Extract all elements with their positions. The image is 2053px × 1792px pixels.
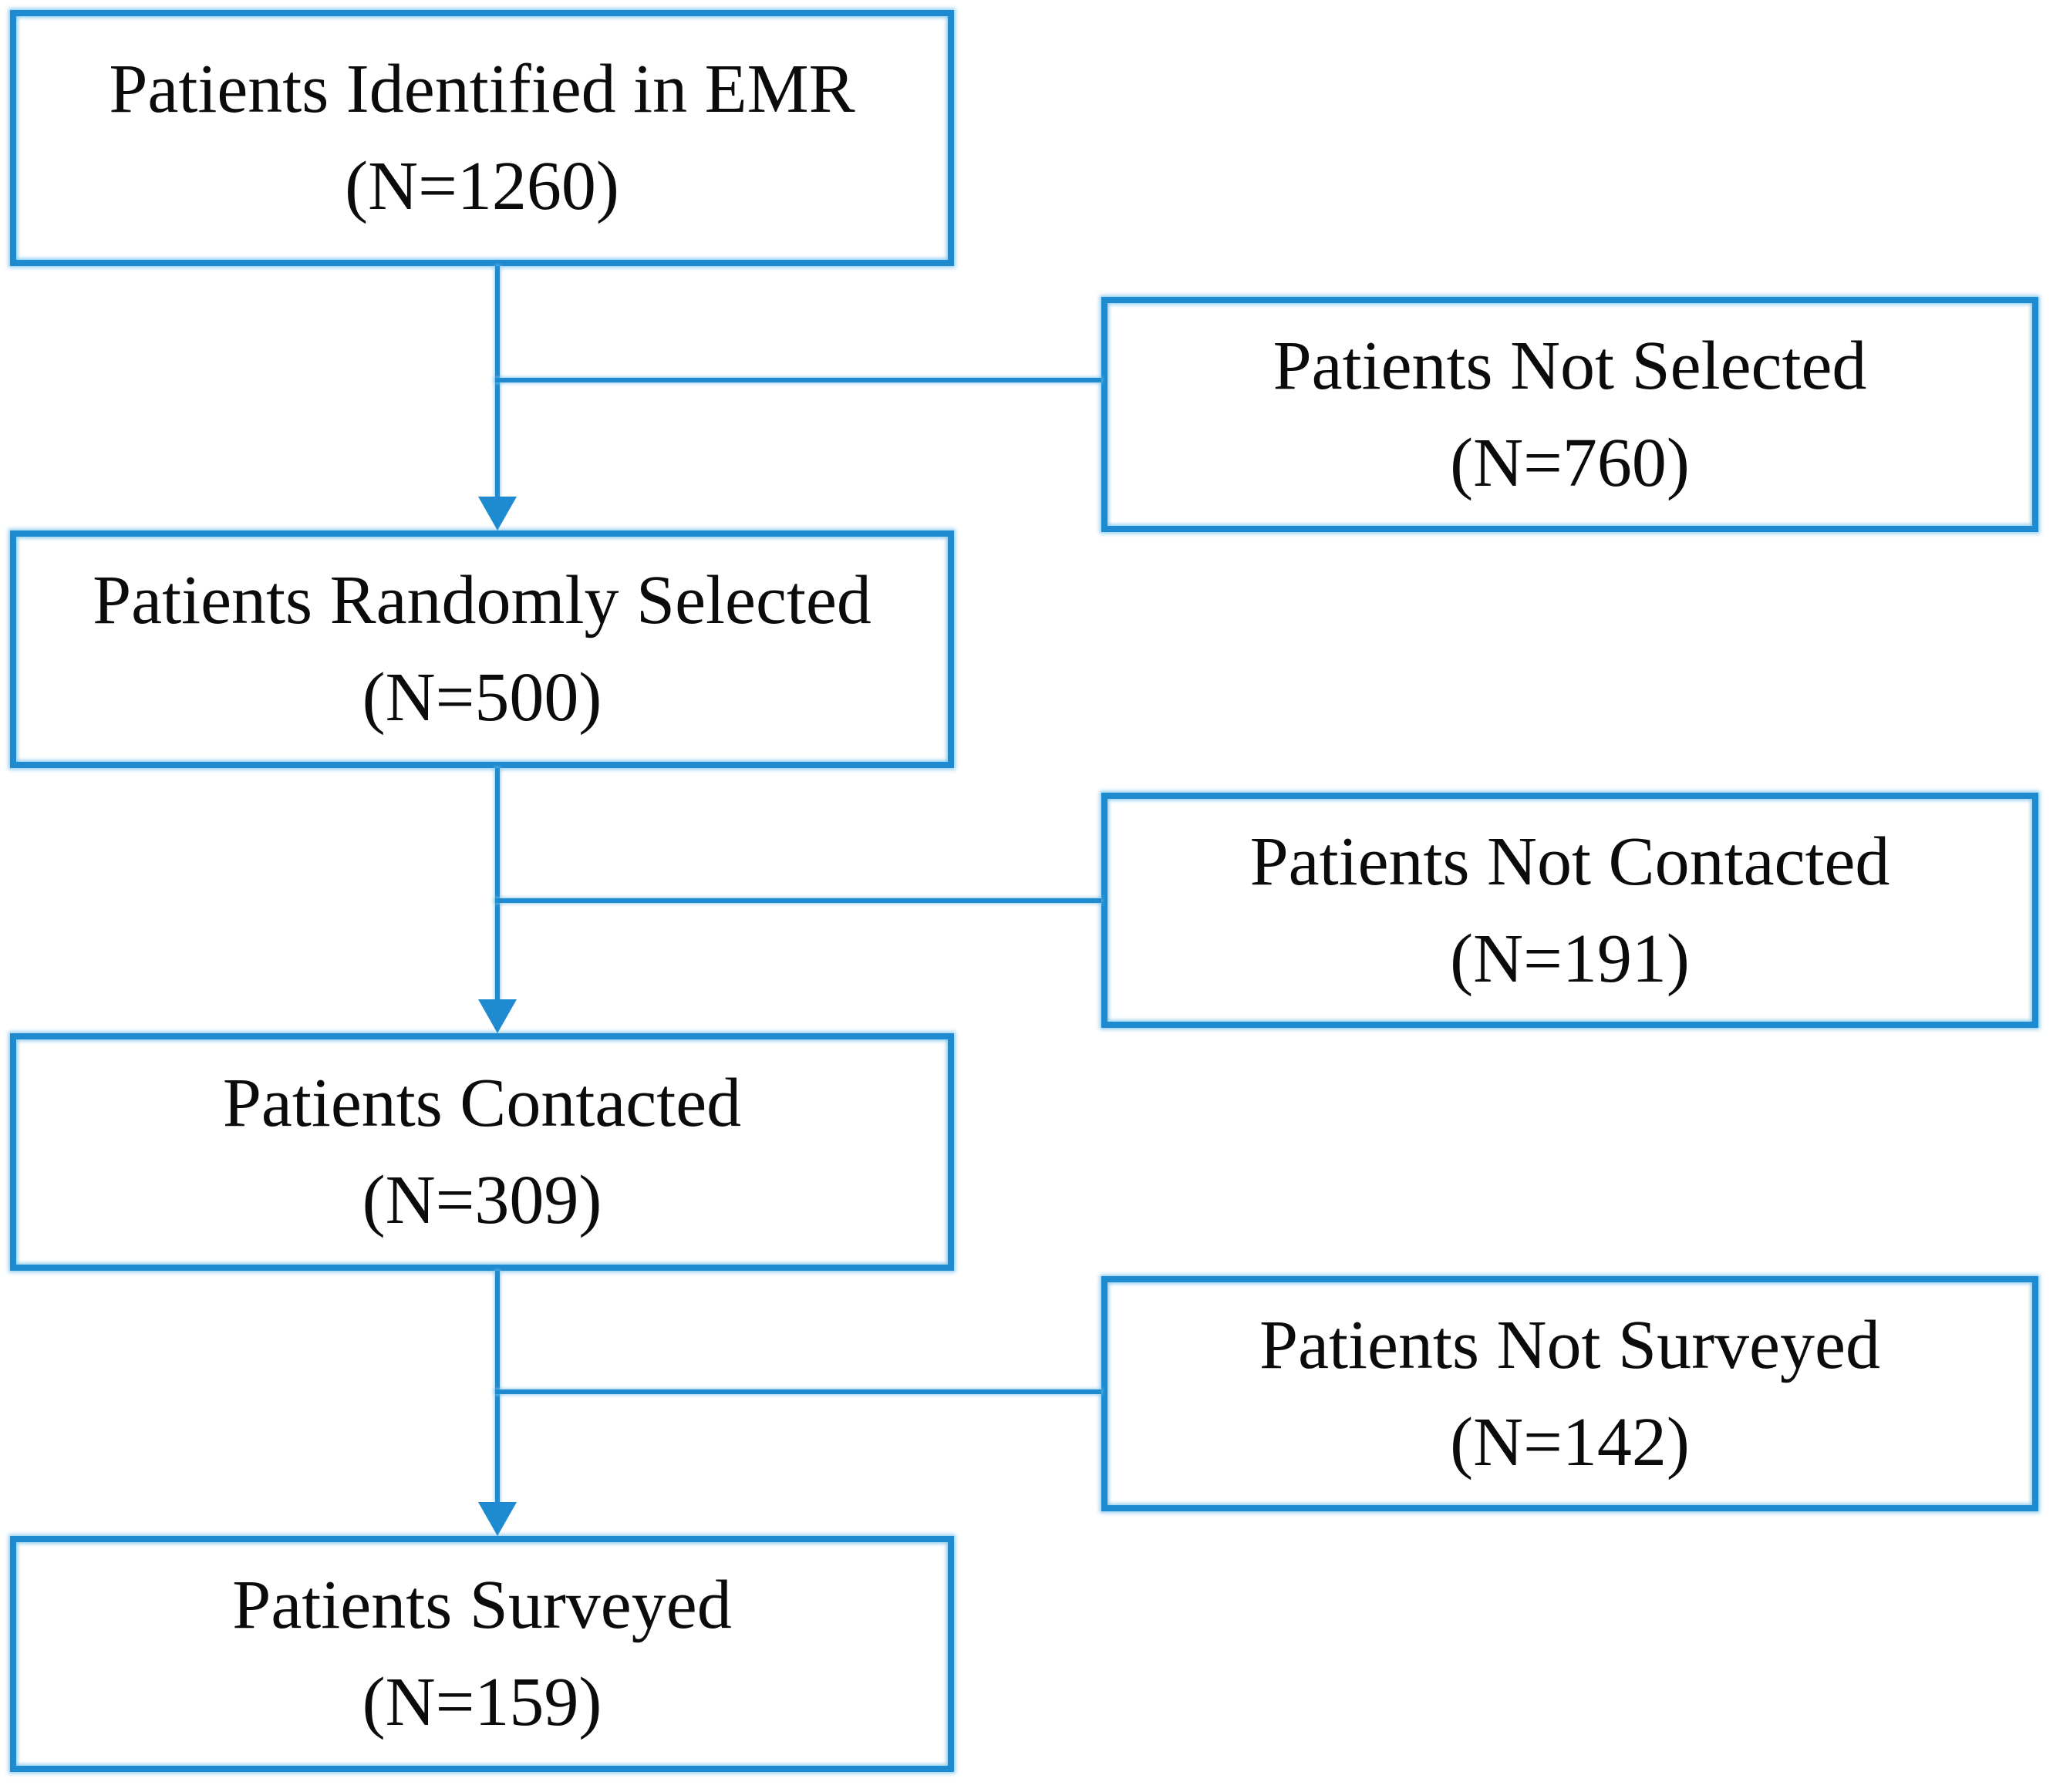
connector-selected-to-contacted (495, 768, 500, 1000)
arrowhead-down-icon (478, 497, 517, 531)
flow-box-count: (N=191) (1450, 920, 1690, 997)
flow-box-patients-contacted: Patients Contacted (N=309) (10, 1033, 954, 1271)
flow-box-label: Patients Contacted (222, 1065, 742, 1141)
flow-box-count: (N=142) (1450, 1403, 1690, 1480)
branch-to-not-surveyed (495, 1389, 1101, 1394)
flow-box-patients-not-contacted: Patients Not Contacted (N=191) (1101, 793, 2038, 1028)
flow-box-patients-not-surveyed: Patients Not Surveyed (N=142) (1101, 1276, 2038, 1511)
flow-box-count: (N=1260) (345, 148, 619, 224)
flow-box-label: Patients Surveyed (232, 1567, 732, 1643)
flow-box-count: (N=760) (1450, 424, 1690, 501)
flow-box-label: Patients Randomly Selected (93, 562, 871, 638)
arrowhead-down-icon (478, 1502, 517, 1536)
connector-contacted-to-surveyed (495, 1271, 500, 1503)
flow-box-count: (N=500) (362, 659, 602, 736)
flow-box-label: Patients Not Selected (1273, 327, 1867, 404)
flow-box-patients-surveyed: Patients Surveyed (N=159) (10, 1536, 954, 1772)
branch-to-not-contacted (495, 898, 1101, 903)
flow-box-label: Patients Not Surveyed (1259, 1306, 1880, 1383)
flow-box-count: (N=309) (362, 1162, 602, 1238)
flow-box-patients-randomly-selected: Patients Randomly Selected (N=500) (10, 531, 954, 768)
flow-box-count: (N=159) (362, 1664, 602, 1740)
flow-box-label: Patients Not Contacted (1249, 823, 1890, 900)
flow-box-patients-identified: Patients Identified in EMR (N=1260) (10, 10, 954, 266)
flow-box-patients-not-selected: Patients Not Selected (N=760) (1101, 297, 2038, 532)
connector-identified-to-selected (495, 266, 500, 500)
branch-to-not-selected (495, 378, 1101, 382)
flow-box-label: Patients Identified in EMR (109, 51, 855, 127)
arrowhead-down-icon (478, 999, 517, 1033)
